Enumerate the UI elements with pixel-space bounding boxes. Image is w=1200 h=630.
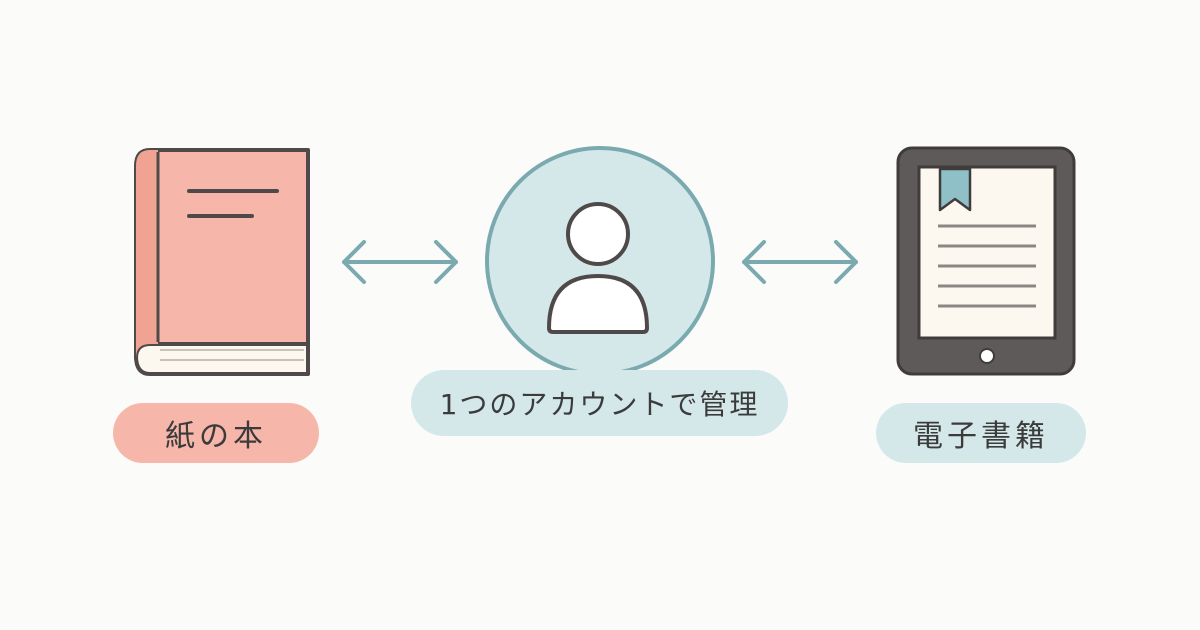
- book-icon: [134, 148, 310, 376]
- paper-book-label-text: 紙の本: [165, 419, 267, 454]
- account-label-text: 1つのアカウントで管理: [439, 388, 760, 421]
- user-icon: [485, 146, 715, 376]
- tablet-icon: [896, 146, 1076, 376]
- ebook-label: 電子書籍: [876, 403, 1086, 463]
- ebook-label-text: 電子書籍: [913, 419, 1049, 454]
- paper-book-label: 紙の本: [113, 403, 319, 463]
- bidirectional-arrow-icon: [342, 240, 458, 284]
- bidirectional-arrow-icon: [742, 240, 858, 284]
- account-label: 1つのアカウントで管理: [411, 370, 788, 436]
